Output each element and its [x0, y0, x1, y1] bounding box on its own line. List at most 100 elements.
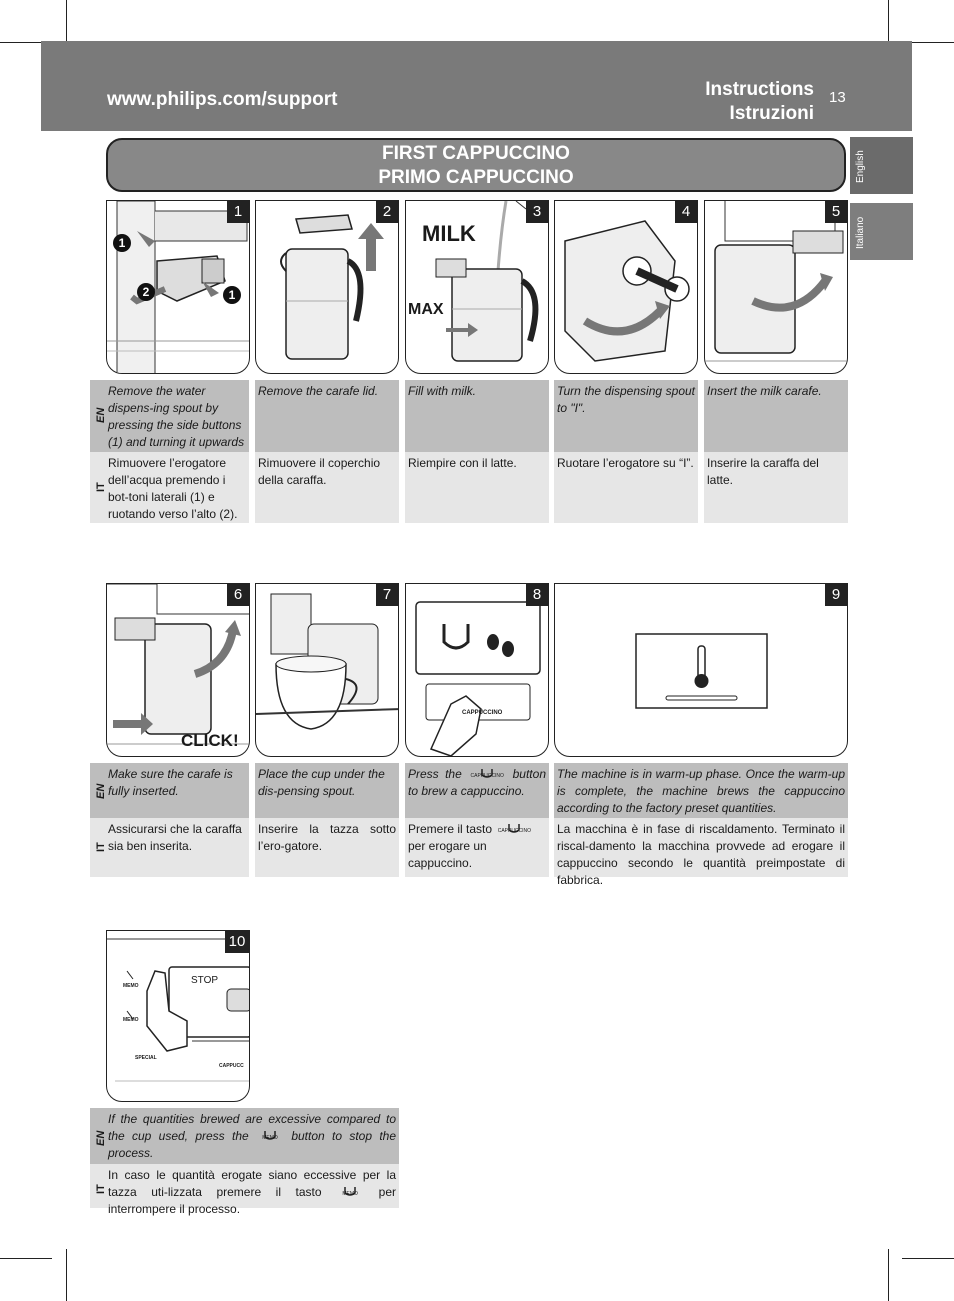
step-8-desc-en-b: button to brew a cappuccino. — [408, 767, 546, 798]
step-7-illustration: 7 — [255, 583, 399, 757]
step-4-desc-it: Ruotare l’erogatore su “I”. — [557, 456, 694, 470]
lang-it: IT — [95, 1184, 107, 1194]
callout-1b: 1 — [223, 286, 241, 304]
step-10-desc-en-a: If the quantities brewed are excessive c… — [108, 1112, 396, 1143]
special-label: SPECIAL — [135, 1055, 157, 1061]
step-4-text-it: Ruotare l’erogatore su “I”. — [554, 452, 698, 523]
page-titles: Instructions Istruzioni — [705, 78, 814, 126]
tab-italiano[interactable]: Italiano — [850, 203, 913, 260]
step-number: 7 — [376, 584, 398, 606]
step-5-desc-en: Insert the milk carafe. — [707, 384, 822, 398]
step-2-illustration: 2 — [255, 200, 399, 374]
lang-en: EN — [95, 783, 107, 799]
step-9-illustration: 9 — [554, 583, 848, 757]
step-3-desc-en: Fill with milk. — [408, 384, 476, 398]
step-8-desc-it-a: Premere il tasto — [408, 822, 493, 836]
support-url[interactable]: www.philips.com/support — [107, 89, 338, 110]
step-6-illustration: CLICK! 6 — [106, 583, 250, 757]
step-number: 8 — [526, 584, 548, 606]
lang-en: EN — [95, 407, 107, 423]
step-10-desc-en-b: button to stop the process. — [108, 1129, 397, 1160]
max-label: MAX — [408, 301, 444, 318]
lang-en: EN — [95, 1130, 107, 1146]
step-2-text-it: Rimuovere il coperchio della caraffa. — [255, 452, 399, 523]
tab-english[interactable]: English — [850, 137, 913, 194]
step-1-text-en: EN Remove the water dispens-ing spout by… — [90, 380, 249, 466]
step-10-desc-it-a: In caso le quantità erogate siano eccess… — [108, 1168, 396, 1199]
crop-mark — [902, 1258, 954, 1259]
step-7-text-en: Place the cup under the dis-pensing spou… — [255, 763, 399, 818]
step-5-desc-it: Inserire la caraffa del latte. — [707, 456, 819, 487]
step-number: 6 — [227, 584, 249, 606]
step-7-desc-it: Inserire la tazza sotto l’ero-gatore. — [258, 822, 396, 853]
step-3-desc-it: Riempire con il latte. — [408, 456, 517, 470]
step-3-text-it: Riempire con il latte. — [405, 452, 549, 523]
step-number: 1 — [227, 201, 249, 223]
cappuccino-cup-icon: CAPPUCCINO — [495, 822, 533, 838]
page-header: www.philips.com/support Instructions Ist… — [41, 41, 912, 131]
tab-italiano-label: Italiano — [855, 216, 866, 249]
step-10-text-it: IT In caso le quantità erogate siano ecc… — [90, 1164, 399, 1216]
step-4-text-en: Turn the dispensing spout to "I". — [554, 380, 698, 452]
step-4-desc-en: Turn the dispensing spout to "I". — [557, 384, 695, 415]
lang-it: IT — [95, 842, 107, 852]
step-6-text-it: IT Assicurarsi che la caraffa sia ben in… — [90, 818, 249, 877]
step-number: 5 — [825, 201, 847, 223]
crop-mark — [0, 1258, 52, 1259]
callout-1: 1 — [113, 234, 131, 252]
turn-spout-icon — [564, 220, 690, 362]
step-10-desc-it-b: per interrompere il processo. — [108, 1185, 396, 1216]
lang-it: IT — [95, 482, 107, 492]
step-1-text-it: IT Rimuovere l’erogatore dell’acqua prem… — [90, 452, 249, 523]
step-7-desc-en: Place the cup under the dis-pensing spou… — [258, 767, 385, 798]
step-9-desc-en: The machine is in warm-up phase. Once th… — [557, 767, 845, 815]
step-number: 3 — [526, 201, 548, 223]
step-9-text-en: The machine is in warm-up phase. Once th… — [554, 763, 848, 818]
stop-label: STOP — [191, 975, 219, 986]
step-3-text-en: Fill with milk. — [405, 380, 549, 452]
step-3-illustration: MILK MAX 3 — [405, 200, 549, 374]
section-banner: FIRST CAPPUCCINO PRIMO CAPPUCCINO — [106, 138, 846, 192]
step-2-text-en: Remove the carafe lid. — [255, 380, 399, 452]
step-number: 9 — [825, 584, 847, 606]
banner-title-en: FIRST CAPPUCCINO — [382, 143, 570, 164]
step-number: 10 — [225, 931, 249, 953]
step-9-text-it: La macchina è in fase di riscaldamento. … — [554, 818, 848, 887]
memo-cup-icon: MEMO — [256, 1129, 284, 1145]
crop-mark — [0, 42, 52, 43]
step-1-desc-it: Rimuovere l’erogatore dell’acqua premend… — [108, 456, 238, 521]
step-5-text-en: Insert the milk carafe. — [704, 380, 848, 452]
crop-mark — [66, 0, 67, 52]
step-1-illustration: 1 2 1 1 — [106, 200, 250, 374]
milk-label: MILK — [422, 221, 476, 246]
step-6-desc-it: Assicurarsi che la caraffa sia ben inser… — [108, 822, 242, 853]
tab-english-label: English — [855, 150, 866, 183]
insert-carafe-icon — [705, 201, 847, 362]
step-number: 2 — [376, 201, 398, 223]
crop-mark — [888, 1249, 889, 1301]
step-10-illustration: STOP MEMO MEMO SPECIAL CAPPUCC 10 — [106, 930, 250, 1102]
crop-mark — [888, 0, 889, 52]
title-it: Istruzioni — [729, 103, 814, 124]
step-7-text-it: Inserire la tazza sotto l’ero-gatore. — [255, 818, 399, 877]
click-label: CLICK! — [181, 731, 239, 750]
memo-cup-icon: MEMO — [336, 1185, 364, 1201]
step-8-desc-en-a: Press the — [408, 767, 462, 781]
callout-2: 2 — [137, 283, 155, 301]
step-5-illustration: 5 — [704, 200, 848, 374]
cappuccino-icon-label: CAPPUCCINO — [470, 772, 504, 779]
carafe-inserted-icon — [107, 584, 249, 745]
cappuccino-button-label: CAPPUCCINO — [462, 710, 503, 716]
cappuccino-icon-label: CAPPUCCINO — [497, 827, 532, 834]
memo-label: MEMO — [123, 983, 139, 989]
step-9-desc-it: La macchina è in fase di riscaldamento. … — [557, 822, 845, 887]
step-8-illustration: CAPPUCCINO 8 — [405, 583, 549, 757]
step-8-text-en: Press the CAPPUCCINO button to brew a ca… — [405, 763, 549, 818]
title-en: Instructions — [705, 79, 814, 100]
step-number: 4 — [675, 201, 697, 223]
cup-under-spout-icon — [256, 593, 398, 730]
memo-icon-label: MEMO — [342, 1190, 358, 1197]
step-6-desc-en: Make sure the carafe is fully inserted. — [108, 767, 233, 798]
step-6-text-en: EN Make sure the carafe is fully inserte… — [90, 763, 249, 818]
page-number: 13 — [829, 89, 846, 106]
